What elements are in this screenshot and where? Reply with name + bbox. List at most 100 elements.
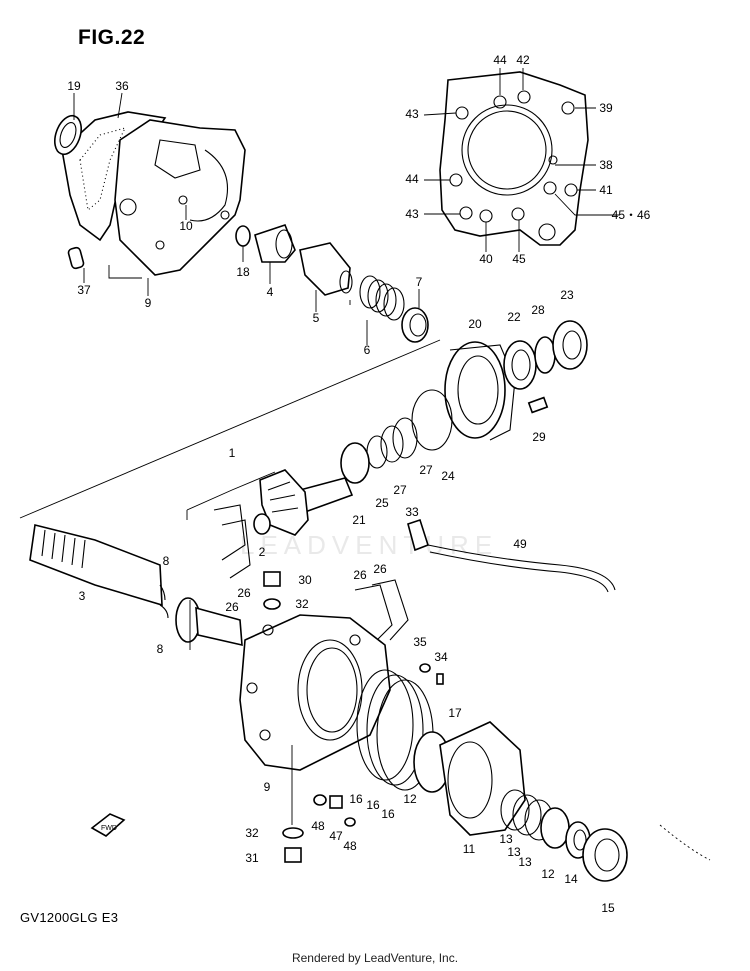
washer-35-bolt-34: [419, 663, 444, 685]
bolt-29: [527, 396, 549, 414]
bearing-25: [340, 442, 370, 484]
fwd-label: FWD: [101, 825, 117, 832]
callout-number: 39: [599, 101, 613, 115]
callout-number: 29: [532, 430, 546, 444]
cap-15: [582, 828, 628, 882]
callout-number: 13: [499, 832, 513, 846]
callout-number: 22: [507, 310, 521, 324]
callout-number: 41: [599, 183, 613, 197]
callout-number: 23: [560, 288, 574, 302]
callout-number: 48: [343, 839, 357, 853]
callout-number: 19: [67, 79, 81, 93]
drain-plug-31-32: [282, 827, 304, 863]
shims-24-27: [366, 389, 453, 469]
callout-number: 26: [373, 562, 387, 576]
callout-number: 11: [463, 842, 476, 856]
callout-number: 4: [267, 285, 274, 299]
callout-number: 26: [353, 568, 367, 582]
housing-9-upper: [114, 119, 246, 276]
callout-number: 40: [479, 252, 493, 266]
callout-number: 16: [381, 807, 395, 821]
callout-number: 44: [405, 172, 419, 186]
shims-26: [213, 504, 409, 646]
callout-number: 42: [516, 53, 530, 67]
callout-number: 26: [225, 600, 239, 614]
callout-number: 13: [518, 855, 532, 869]
pin-37: [67, 246, 85, 270]
callout-number: 36: [115, 79, 129, 93]
bevel-gear-8: [175, 597, 243, 647]
callout-leaders: [73, 68, 620, 345]
callout-number: 27: [393, 483, 407, 497]
spring-6: [359, 275, 405, 321]
callout-number: 3: [79, 589, 86, 603]
callout-number: 9: [264, 780, 271, 794]
o-ring-18: [235, 225, 251, 247]
bushing-2: [253, 513, 271, 535]
callout-number: 15: [601, 901, 615, 915]
callout-number: 47: [329, 829, 343, 843]
watermark: LEADVENTURE: [240, 530, 499, 560]
callout-number: 6: [364, 343, 371, 357]
coupling-4: [254, 224, 296, 263]
callout-number: 8: [163, 554, 170, 568]
circlips-8: [159, 584, 169, 619]
callout-number: 10: [179, 219, 193, 233]
callout-number: 21: [352, 513, 366, 527]
callout-number: 26: [237, 586, 251, 600]
callout-number: 16: [349, 792, 363, 806]
seal-23: [552, 320, 588, 370]
ring-gear-1: [259, 469, 309, 536]
callout-number: 9: [145, 296, 152, 310]
footer-credit: Rendered by LeadVenture, Inc.: [291, 951, 459, 965]
plug-30: [263, 571, 281, 610]
callout-number: 20: [468, 317, 482, 331]
callout-number: 32: [295, 597, 309, 611]
callout-number: 2: [259, 545, 266, 559]
plug-48-47: [313, 794, 356, 827]
callout-number: 49: [513, 537, 527, 551]
ring-28: [534, 336, 556, 374]
oil-seal-19: [54, 114, 82, 156]
callout-number: 8: [157, 642, 164, 656]
callout-number: 28: [531, 303, 545, 317]
callout-number: 38: [599, 158, 613, 172]
callout-number: 44: [493, 53, 507, 67]
callout-number: 37: [77, 283, 91, 297]
fwd-arrow: FWD: [90, 813, 126, 837]
callout-number: 16: [366, 798, 380, 812]
shaft-5: [299, 242, 353, 296]
callout-number: 34: [434, 650, 448, 664]
drive-shaft-3: [29, 524, 163, 607]
model-code: GV1200GLG E3: [20, 910, 119, 925]
callout-number: 5: [313, 311, 320, 325]
callout-number: 43: [405, 107, 419, 121]
callout-number: 1: [229, 446, 236, 460]
assembly-lines: [19, 265, 711, 861]
callout-number: 33: [405, 505, 419, 519]
callout-number: 45・46: [612, 208, 651, 222]
bearing-12-lower: [540, 807, 570, 849]
callout-number: 48: [311, 819, 325, 833]
hose-49: [427, 544, 616, 593]
callout-number: 32: [245, 826, 259, 840]
callout-number: 24: [441, 469, 455, 483]
callout-number: 45: [512, 252, 526, 266]
callout-number: 27: [419, 463, 433, 477]
callout-number: 12: [403, 792, 417, 806]
callout-number: 13: [507, 845, 521, 859]
callout-number: 7: [416, 275, 423, 289]
case-17-11: [439, 721, 526, 836]
gasket-plate-38-46: [439, 71, 589, 246]
case-20: [444, 341, 516, 441]
callout-number: 14: [564, 872, 578, 886]
housing-9-lower: [239, 614, 391, 771]
callout-number: 35: [413, 635, 427, 649]
bearing-22: [503, 340, 537, 390]
callout-number: 43: [405, 207, 419, 221]
breather-33: [407, 518, 429, 552]
callout-number: 12: [541, 867, 555, 881]
cap-7: [401, 307, 429, 343]
